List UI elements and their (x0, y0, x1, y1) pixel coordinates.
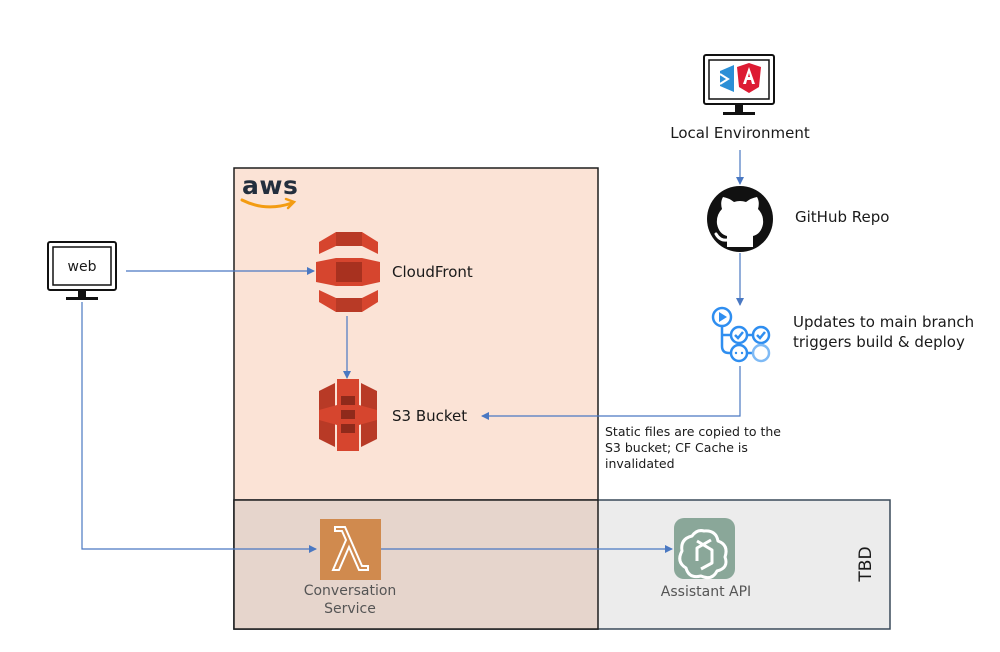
github-repo-label: GitHub Repo (795, 208, 890, 226)
static-files-annotation: Static files are copied to the S3 bucket… (605, 424, 781, 471)
actions-label-line1: Updates to main branch (793, 313, 975, 331)
actions-label-line2: triggers build & deploy (793, 333, 965, 351)
cloudfront-label: CloudFront (392, 263, 473, 281)
github-icon (707, 186, 773, 252)
openai-icon (674, 518, 735, 580)
arrows (81, 150, 744, 553)
lambda-label-line2: Service (324, 601, 376, 617)
tbd-label: TBD (856, 546, 876, 582)
s3-label: S3 Bucket (392, 407, 468, 425)
lambda-label-line1: Conversation (303, 583, 397, 599)
aws-smile-icon (240, 198, 294, 209)
lambda-icon (320, 519, 381, 580)
arrow-web-to-lambda (81, 302, 317, 553)
vscode-icon (719, 65, 734, 92)
aws-logo: aws (242, 171, 299, 200)
web-monitor-icon (47, 241, 117, 300)
arrow-actions-to-s3 (481, 366, 741, 420)
assistant-api-label: Assistant API (660, 584, 752, 600)
s3-bucket-icon (319, 379, 377, 451)
local-environment-label: Local Environment (670, 124, 810, 142)
angular-icon (737, 63, 761, 93)
overlap-region (233, 499, 599, 630)
cloudfront-icon (316, 232, 380, 312)
local-monitor-icon (703, 54, 775, 115)
web-label: web (67, 259, 97, 275)
github-actions-icon (711, 306, 771, 363)
